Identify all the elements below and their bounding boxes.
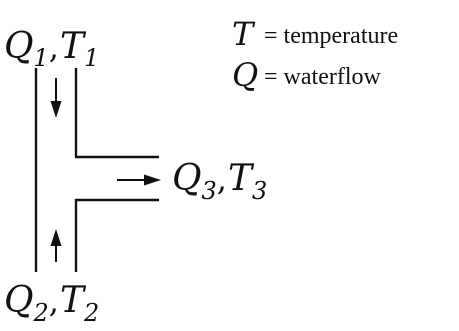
inlet-bottom-q-subscript: 2 xyxy=(33,299,49,327)
legend-waterflow-symbol: Q xyxy=(232,56,258,94)
inlet-bottom-t-symbol: T xyxy=(60,280,87,321)
inlet-top-q-subscript: 1 xyxy=(34,44,49,72)
inlet-top-t-subscript: 1 xyxy=(84,44,99,72)
outlet-t-symbol: T xyxy=(228,158,255,199)
inlet-bottom-t-subscript: 2 xyxy=(83,299,99,327)
inlet-top-q-symbol: Q xyxy=(4,26,34,67)
inlet-top-t-symbol: T xyxy=(60,26,87,67)
label-outlet: Q3,T3 xyxy=(172,158,267,205)
inlet-bottom-q-symbol: Q xyxy=(4,280,34,321)
label-inlet-top: Q1,T1 xyxy=(4,26,99,72)
flow-arrow-up xyxy=(50,229,62,262)
label-inlet-bottom: Q2,T2 xyxy=(4,280,99,327)
flow-arrow-right xyxy=(117,174,161,186)
legend-temperature-description: = temperature xyxy=(264,23,398,49)
legend-waterflow-description: = waterflow xyxy=(264,64,381,90)
legend-temperature-symbol: T xyxy=(232,15,256,53)
outlet-t-subscript: 3 xyxy=(252,177,267,205)
legend: T = temperature Q = waterflow xyxy=(232,15,398,94)
outlet-q-symbol: Q xyxy=(172,158,202,199)
flow-arrow-down xyxy=(50,78,62,118)
pipe-walls xyxy=(34,68,159,272)
outlet-q-subscript: 3 xyxy=(202,177,217,205)
